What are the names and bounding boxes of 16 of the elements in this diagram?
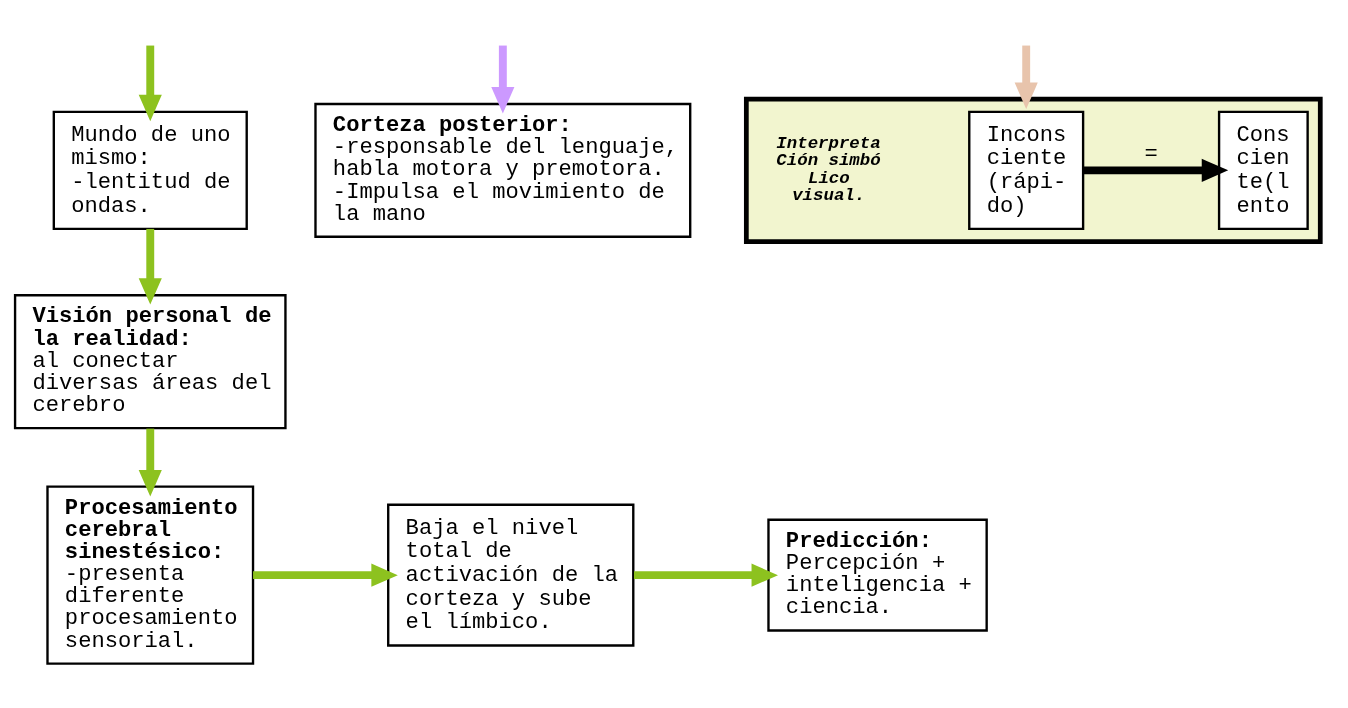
node-box: Incons ciente (rápi- do) bbox=[968, 110, 1085, 231]
arrow bbox=[1083, 158, 1229, 182]
arrow bbox=[138, 228, 162, 305]
label: Interpreta Ción simbó Lico visual. bbox=[776, 133, 881, 206]
arrow bbox=[634, 563, 778, 587]
node-box: Cons cien te(l ento bbox=[1217, 110, 1309, 231]
arrow bbox=[138, 428, 162, 497]
edge-label: = bbox=[1144, 141, 1158, 167]
node-box: Procesamiento cerebral sinestésico: -presenta diferente procesamiento sensorial. bbox=[46, 485, 255, 665]
node-box: Baja el nivel total de activación de la corteza y sube el límbico. bbox=[387, 503, 635, 647]
node-box: Predicción: Percepción + inteligencia + ciencia. bbox=[767, 518, 988, 632]
node-box: Mundo de uno mismo: -lentitud de ondas. bbox=[52, 110, 248, 231]
arrow bbox=[253, 563, 398, 587]
node-box: Corteza posterior: -responsable del lenguaje, habla motora y premotora. -Impulsa el movimiento de la mano bbox=[314, 102, 692, 238]
node-box: Visión personal de la realidad: al conectar diversas áreas del cerebro bbox=[13, 294, 287, 430]
cluster bbox=[743, 96, 1323, 244]
